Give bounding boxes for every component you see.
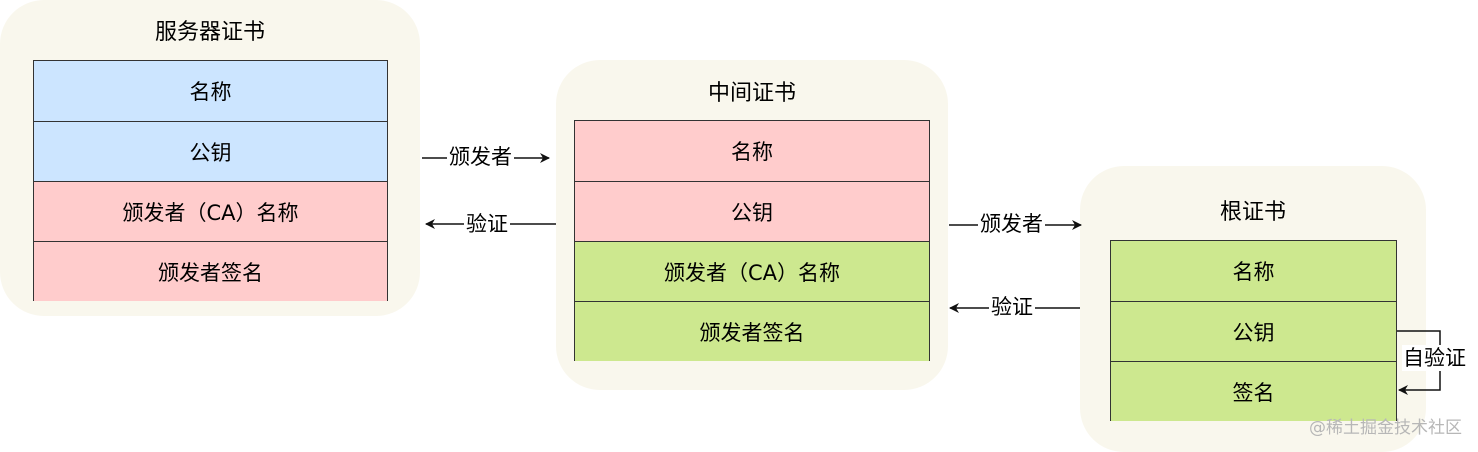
server-cert-signature-row: 颁发者签名 [34,241,387,301]
root-cert-pubkey: 公钥 [1232,320,1275,345]
server-cert-name-row: 名称 [34,61,387,121]
server-cert-issuer-name: 颁发者（CA）名称 [122,200,299,225]
issuer-label-2: 颁发者 [978,211,1045,237]
server-cert-name: 名称 [189,80,232,104]
intermediate-cert-pubkey-row: 公钥 [575,181,929,241]
intermediate-cert-table: 名称 公钥 颁发者（CA）名称 颁发者签名 [574,120,930,361]
server-cert-table: 名称 公钥 颁发者（CA）名称 颁发者签名 [33,60,388,301]
root-cert-title: 根证书 [1219,200,1286,225]
issuer-label-1: 颁发者 [447,144,514,170]
intermediate-cert-title: 中间证书 [707,81,796,106]
root-cert-pubkey-row: 公钥 [1111,301,1396,361]
server-cert-pubkey: 公钥 [189,140,232,165]
verify-label-1: 验证 [464,211,510,237]
server-cert-issuer-signature: 颁发者签名 [158,260,263,285]
intermediate-cert-signature-row: 颁发者签名 [575,301,929,361]
self-verify-label: 自验证 [1402,345,1467,371]
watermark: @稀土掘金技术社区 [1309,418,1462,438]
root-cert-name: 名称 [1232,260,1275,284]
intermediate-cert-name: 名称 [731,140,773,164]
intermediate-cert-issuer-signature: 颁发者签名 [699,320,805,345]
intermediate-cert-name-row: 名称 [575,121,929,181]
root-cert-signature: 签名 [1232,380,1275,405]
intermediate-cert-issuer-name: 颁发者（CA）名称 [663,260,841,285]
intermediate-cert-issuer-row: 颁发者（CA）名称 [575,241,929,301]
server-cert-issuer-row: 颁发者（CA）名称 [34,181,387,241]
intermediate-cert-pubkey: 公钥 [731,200,773,225]
root-cert-signature-row: 签名 [1111,361,1396,421]
verify-label-2: 验证 [989,294,1035,320]
root-cert-table: 名称 公钥 签名 [1110,240,1397,421]
server-cert-pubkey-row: 公钥 [34,121,387,181]
server-cert-title: 服务器证书 [154,20,265,45]
root-cert-name-row: 名称 [1111,241,1396,301]
